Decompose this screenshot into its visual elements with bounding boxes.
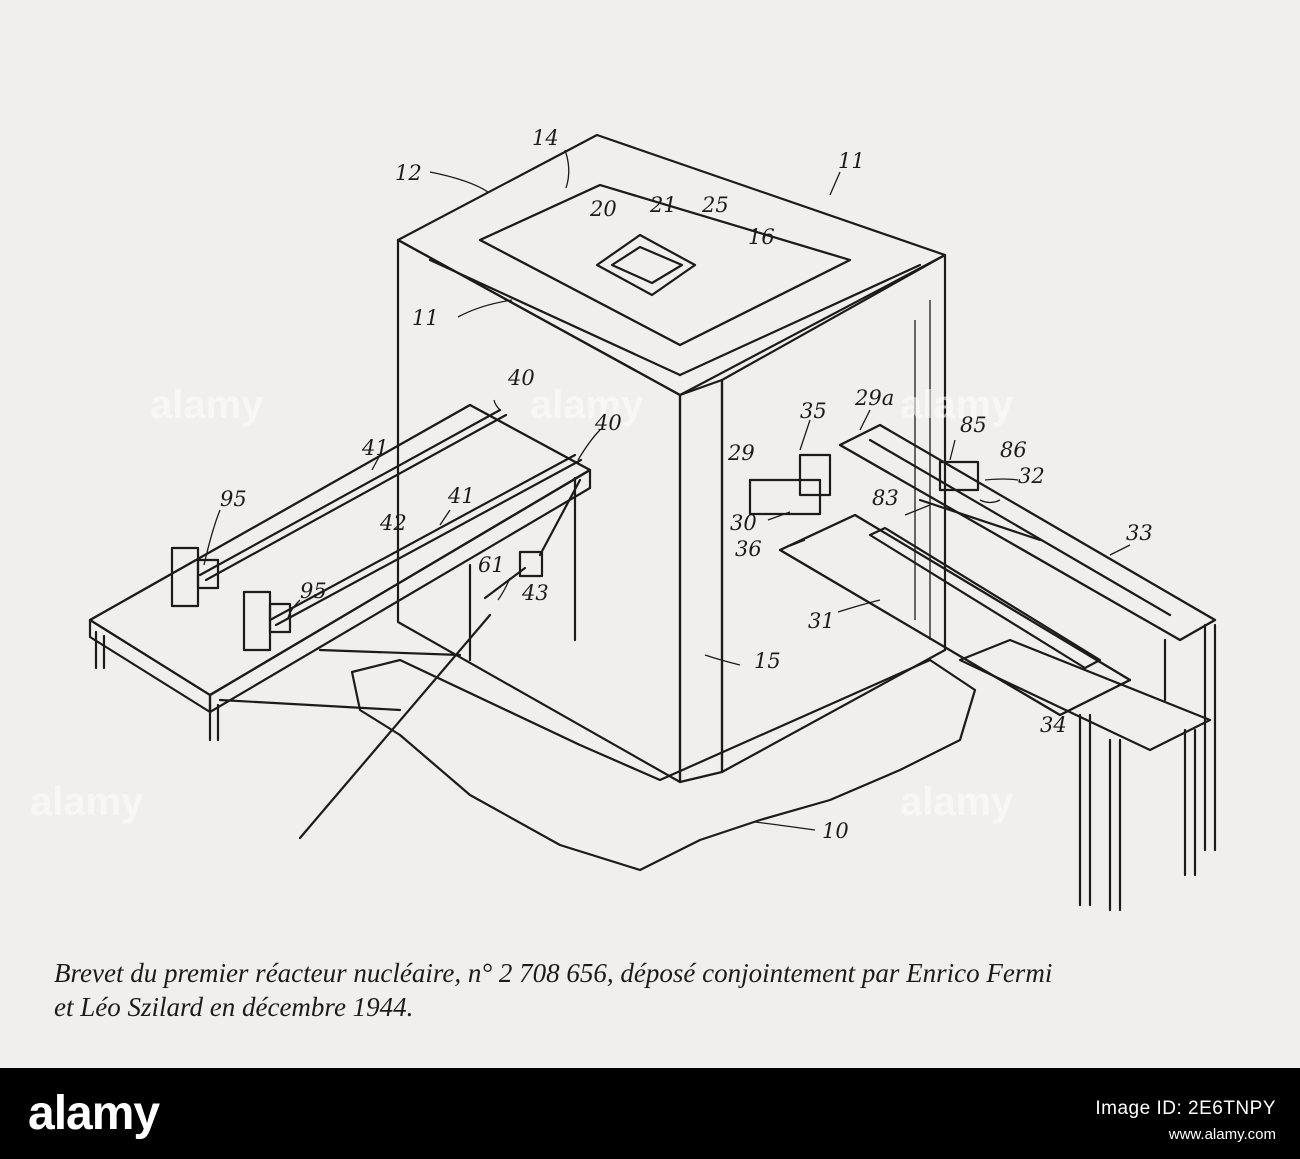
label-36: 36 bbox=[735, 537, 762, 561]
label-31: 31 bbox=[808, 609, 835, 633]
watermark-alamy: alamy bbox=[30, 780, 144, 824]
label-40: 40 bbox=[594, 411, 622, 435]
label-33: 33 bbox=[1126, 521, 1153, 545]
watermark-alamy: alamy bbox=[150, 383, 264, 427]
label-30: 30 bbox=[730, 511, 757, 535]
watermark-alamy: alamy bbox=[900, 383, 1014, 427]
concrete-base bbox=[350, 658, 977, 872]
label-86: 86 bbox=[1000, 438, 1027, 462]
stock-footer-bar: alamy Image ID: 2E6TNPY www.alamy.com bbox=[0, 1068, 1300, 1159]
label-25: 25 bbox=[701, 193, 729, 217]
label-15: 15 bbox=[754, 649, 781, 673]
label-85: 85 bbox=[960, 413, 987, 437]
caption-line-1: Brevet du premier réacteur nucléaire, n°… bbox=[54, 958, 1053, 988]
watermark-alamy: alamy bbox=[530, 383, 644, 427]
label-95: 95 bbox=[220, 487, 247, 511]
reactor-block bbox=[396, 133, 947, 784]
label-34: 34 bbox=[1040, 713, 1067, 737]
reactor-patent-drawing: alamy alamy alamy alamy alamy 10 11 11 1… bbox=[30, 126, 1217, 912]
watermark-alamy: alamy bbox=[900, 780, 1014, 824]
label-95: 95 bbox=[300, 579, 327, 603]
left-table bbox=[88, 403, 592, 840]
patent-caption: Brevet du premier réacteur nucléaire, n°… bbox=[54, 956, 1284, 1024]
label-40: 40 bbox=[507, 366, 535, 390]
label-35: 35 bbox=[800, 399, 827, 423]
patent-page bbox=[0, 0, 1300, 1068]
label-10: 10 bbox=[822, 819, 849, 843]
label-16: 16 bbox=[748, 225, 775, 249]
label-20: 20 bbox=[589, 197, 617, 221]
leader-lines bbox=[203, 149, 1131, 831]
label-32: 32 bbox=[1018, 464, 1045, 488]
site-url: www.alamy.com bbox=[1168, 1126, 1276, 1143]
alamy-logo: alamy bbox=[28, 1087, 160, 1140]
label-61: 61 bbox=[478, 553, 505, 577]
label-14: 14 bbox=[532, 126, 559, 150]
label-12: 12 bbox=[395, 161, 422, 185]
label-11: 11 bbox=[838, 149, 865, 173]
label-43: 43 bbox=[521, 581, 549, 605]
label-21: 21 bbox=[649, 193, 677, 217]
label-42: 42 bbox=[379, 511, 407, 535]
right-tables bbox=[748, 423, 1217, 912]
caption-line-2: et Léo Szilard en décembre 1944. bbox=[54, 992, 414, 1022]
label-83: 83 bbox=[872, 486, 899, 510]
label-29: 29 bbox=[727, 441, 755, 465]
label-11: 11 bbox=[412, 306, 439, 330]
image-id: Image ID: 2E6TNPY bbox=[1095, 1098, 1276, 1119]
label-41: 41 bbox=[447, 484, 475, 508]
label-41: 41 bbox=[361, 436, 389, 460]
label-29a: 29a bbox=[854, 386, 894, 410]
